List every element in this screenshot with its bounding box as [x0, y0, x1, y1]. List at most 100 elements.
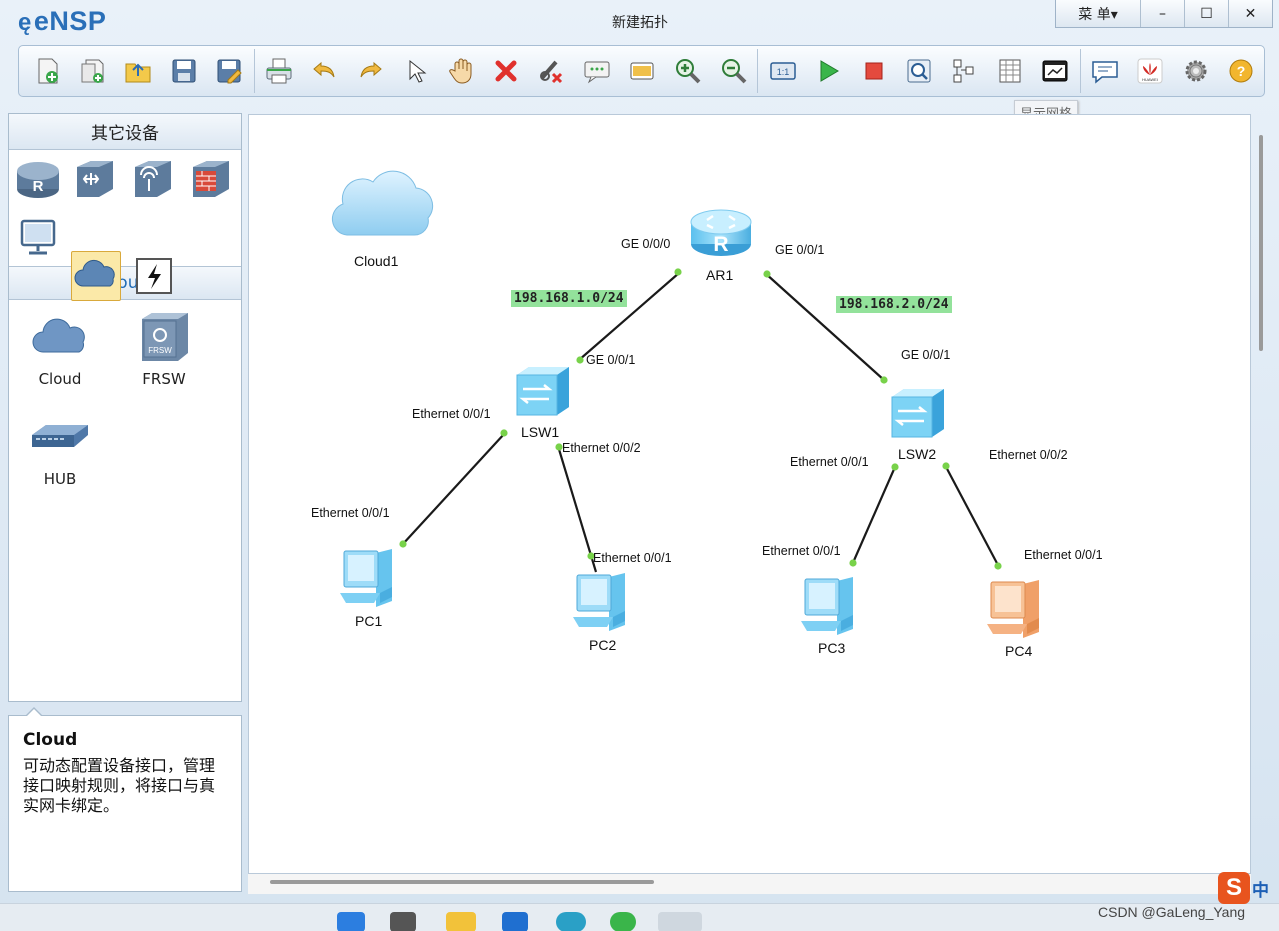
- svg-text:1:1: 1:1: [777, 67, 790, 77]
- network-label-left[interactable]: 198.168.1.0/24: [511, 290, 627, 307]
- start-button[interactable]: [806, 48, 851, 94]
- node-pc4[interactable]: [983, 574, 1053, 648]
- select-button[interactable]: [393, 48, 438, 94]
- new-example-button[interactable]: [70, 48, 115, 94]
- category-other[interactable]: [129, 251, 179, 301]
- save-button[interactable]: [161, 48, 206, 94]
- node-lsw2[interactable]: [888, 385, 948, 445]
- chat-app-icon[interactable]: [610, 912, 636, 931]
- taskbar-app-icon[interactable]: [390, 912, 416, 931]
- svg-text:HUAWEI: HUAWEI: [1143, 77, 1159, 82]
- node-ar1[interactable]: R: [689, 202, 753, 264]
- zoom-out-icon: [721, 59, 746, 84]
- topology-button[interactable]: [942, 48, 987, 94]
- folder-icon[interactable]: [446, 912, 476, 931]
- link-lsw1-pc2[interactable]: [556, 445, 598, 573]
- help-icon: ?: [1229, 59, 1253, 83]
- description-text: 可动态配置设备接口，管理接口映射规则，将接口与真实网卡绑定。: [23, 756, 216, 815]
- stop-button[interactable]: [851, 48, 896, 94]
- help-button[interactable]: ?: [1218, 48, 1263, 94]
- node-pc2[interactable]: [569, 567, 639, 641]
- console-button[interactable]: [1032, 48, 1077, 94]
- category-router[interactable]: R: [13, 154, 63, 204]
- open-button[interactable]: [116, 48, 161, 94]
- menu-button[interactable]: 菜 单▾: [1078, 6, 1118, 23]
- svg-text:R: R: [33, 178, 44, 195]
- fit-button[interactable]: 1:1: [760, 48, 805, 94]
- undo-button[interactable]: [302, 48, 347, 94]
- node-pc3[interactable]: [797, 571, 867, 645]
- topology-canvas[interactable]: Cloud1 R AR1 LSW1: [248, 114, 1251, 874]
- link-lsw2-pc4[interactable]: [944, 464, 1000, 568]
- node-pc1[interactable]: [336, 543, 406, 617]
- new-example-icon: [81, 59, 104, 83]
- taskbar: [0, 903, 1279, 931]
- router-icon: R: [17, 162, 59, 198]
- delete-link-button[interactable]: [529, 48, 574, 94]
- windows-start-icon[interactable]: [337, 912, 365, 931]
- grid-icon: [999, 59, 1021, 83]
- save-icon: [172, 59, 196, 83]
- console-icon: [1042, 60, 1068, 82]
- device-hub[interactable]: HUB: [15, 404, 105, 488]
- topology-icon: [953, 59, 974, 83]
- delete-button[interactable]: [483, 48, 528, 94]
- network-label-right[interactable]: 198.168.2.0/24: [836, 296, 952, 313]
- shield-icon[interactable]: [502, 912, 528, 931]
- device-frsw[interactable]: FRSW FRSW: [119, 304, 209, 388]
- pc-icon: [573, 573, 625, 631]
- settings-button[interactable]: [1173, 48, 1218, 94]
- print-button[interactable]: [257, 48, 302, 94]
- cursor-icon: [409, 59, 427, 83]
- device-cloud[interactable]: Cloud: [15, 304, 105, 388]
- zoom-in-button[interactable]: [665, 48, 710, 94]
- zoom-out-button[interactable]: [710, 48, 755, 94]
- port-label: Ethernet 0/0/2: [989, 448, 1068, 462]
- category-firewall[interactable]: [185, 154, 235, 204]
- close-button[interactable]: ✕: [1228, 0, 1272, 27]
- capture-icon: [907, 59, 931, 83]
- switch-icon: [77, 161, 113, 197]
- device-name-pc4: PC4: [1005, 643, 1033, 659]
- cloud-icon: [32, 318, 85, 353]
- link-lsw2-pc3[interactable]: [850, 466, 897, 566]
- link-layer: [399, 268, 1002, 573]
- category-wireless[interactable]: [127, 154, 177, 204]
- device-category-header: Cloud: [9, 266, 241, 300]
- minimize-button[interactable]: –: [1140, 0, 1184, 27]
- device-name-cloud1: Cloud1: [354, 253, 399, 269]
- firewall-icon: [193, 161, 229, 197]
- app-logo-text: eNSP: [33, 6, 107, 36]
- drag-button[interactable]: [438, 48, 483, 94]
- redo-icon: [360, 61, 382, 78]
- maximize-button[interactable]: ☐: [1184, 0, 1228, 27]
- node-cloud1[interactable]: [325, 155, 435, 249]
- ensp-taskbar-icon[interactable]: [658, 912, 702, 931]
- redo-button[interactable]: [347, 48, 392, 94]
- vertical-scrollbar[interactable]: [1259, 135, 1263, 351]
- chat-button[interactable]: [1083, 48, 1128, 94]
- link-ar1-lsw1[interactable]: [578, 272, 680, 361]
- capture-button[interactable]: [896, 48, 941, 94]
- browser-icon[interactable]: [556, 912, 586, 931]
- palette-button[interactable]: [619, 48, 664, 94]
- node-lsw1[interactable]: [513, 363, 573, 423]
- text-button[interactable]: [574, 48, 619, 94]
- horizontal-scrollbar[interactable]: [270, 880, 654, 884]
- save-as-button[interactable]: [206, 48, 251, 94]
- category-switch[interactable]: [69, 154, 119, 204]
- device-label: Cloud: [38, 370, 82, 388]
- wireless-icon: [135, 161, 171, 197]
- grid-button[interactable]: [987, 48, 1032, 94]
- category-pc[interactable]: [13, 212, 63, 262]
- port-label: GE 0/0/1: [901, 348, 951, 362]
- device-panel: 其它设备 R Cloud Cloud FRSW FRSW HUB: [8, 113, 242, 702]
- link-ar1-lsw2[interactable]: [764, 272, 885, 381]
- new-topology-button[interactable]: [25, 48, 70, 94]
- ime-indicator[interactable]: S 中: [1218, 872, 1269, 904]
- category-cloud[interactable]: [71, 251, 121, 301]
- huawei-button[interactable]: HUAWEI: [1128, 48, 1173, 94]
- port-label: GE 0/0/1: [775, 243, 825, 257]
- title-bar: ęeNSP 新建拓扑 菜 单▾ – ☐ ✕: [0, 0, 1279, 42]
- link-lsw1-pc1[interactable]: [401, 432, 506, 546]
